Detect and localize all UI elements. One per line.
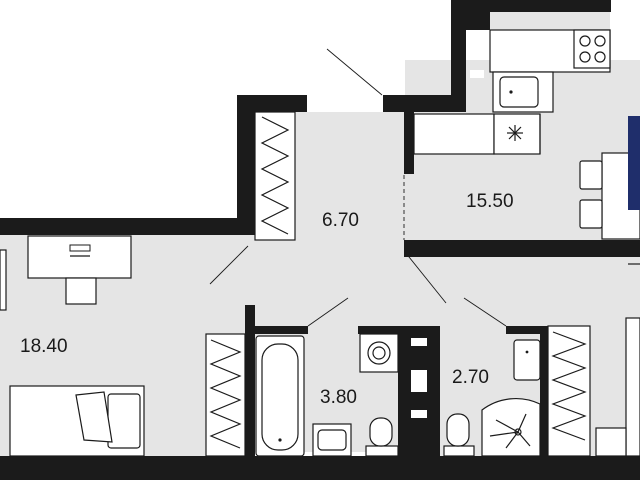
area-label-wc: 2.70 bbox=[452, 367, 489, 388]
right-room-furniture bbox=[595, 263, 640, 457]
kitchen-sink-icon bbox=[499, 76, 539, 108]
wc-sink-icon bbox=[513, 339, 541, 381]
bath-sink-icon bbox=[312, 423, 352, 457]
shower-icon bbox=[481, 397, 541, 457]
dishwasher-icon bbox=[507, 125, 523, 141]
wardrobe-hall bbox=[254, 111, 296, 241]
bedroom-desk bbox=[27, 235, 132, 305]
wardrobe-bedroom bbox=[205, 333, 246, 457]
bedroom-bed bbox=[9, 385, 145, 457]
wc-toilet-icon bbox=[443, 413, 475, 457]
wardrobe-right bbox=[547, 325, 591, 457]
area-label-hall: 6.70 bbox=[322, 210, 359, 231]
washing-machine-icon bbox=[359, 333, 399, 373]
area-label-bathroom: 3.80 bbox=[320, 387, 357, 408]
bedroom-window-sill bbox=[0, 249, 7, 311]
bath-toilet-icon bbox=[365, 417, 399, 457]
area-label-kitchen: 15.50 bbox=[466, 191, 514, 212]
stove-icon bbox=[573, 29, 611, 69]
area-label-bedroom: 18.40 bbox=[20, 336, 68, 357]
bathtub-icon bbox=[255, 335, 305, 457]
shaft-openings bbox=[411, 45, 484, 418]
door-swings bbox=[209, 48, 507, 327]
dining-table bbox=[579, 116, 640, 240]
